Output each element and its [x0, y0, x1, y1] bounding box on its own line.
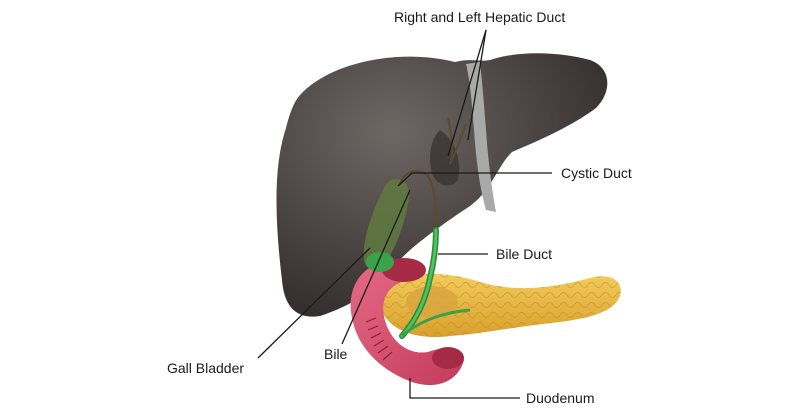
- cystic-duct: [398, 170, 438, 231]
- pancreatic-duct: [401, 308, 471, 338]
- duodenum: [350, 258, 464, 386]
- gall-bladder: [363, 179, 410, 272]
- cystic-duct-label: Cystic Duct: [561, 165, 632, 181]
- duodenum-label: Duodenum: [526, 390, 595, 406]
- hepatic-duct-label: Right and Left Hepatic Duct: [394, 9, 565, 25]
- leader-lines: [257, 29, 552, 399]
- bile-label: Bile: [324, 346, 348, 362]
- pancreas: [380, 273, 621, 338]
- falciform-ligament: [466, 62, 496, 212]
- bile-duct-label: Bile Duct: [496, 246, 552, 262]
- gall-bladder-label: Gall Bladder: [167, 360, 244, 376]
